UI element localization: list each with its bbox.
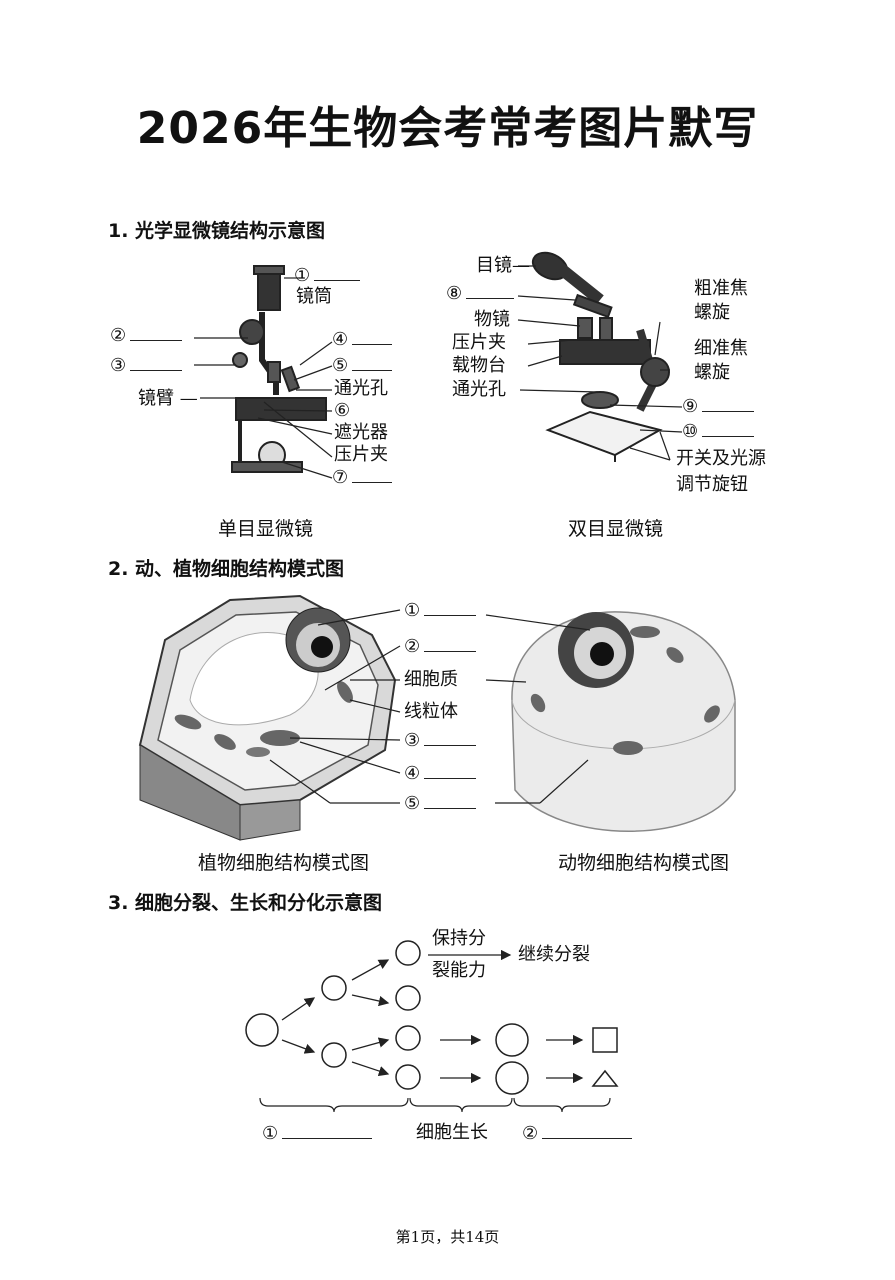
bino-label-coarse-1: 粗准焦	[694, 278, 748, 299]
plant-cell-illustration	[138, 594, 397, 841]
stage-label-1: ①	[262, 1124, 373, 1143]
answer-blank[interactable]	[424, 731, 477, 746]
answer-blank[interactable]	[424, 764, 477, 779]
bino-label-objective: 物镜	[474, 309, 510, 330]
binocular-microscope-caption: 双目显微镜	[568, 518, 664, 540]
bino-label-coarse-2: 螺旋	[694, 302, 730, 323]
bino-label-10: ⑩	[682, 422, 755, 441]
cell-label-2: ②	[404, 637, 477, 656]
bino-label-eyepiece: 目镜—	[476, 255, 530, 276]
single-label-5: ⑤	[332, 356, 393, 375]
bino-label-switch-1: 开关及光源	[676, 448, 766, 469]
answer-blank[interactable]	[702, 422, 755, 437]
section-1-heading: 1. 光学显微镜结构示意图	[108, 220, 326, 242]
single-label-3: ③	[110, 356, 183, 375]
single-label-2: ②	[110, 326, 183, 345]
answer-blank[interactable]	[702, 397, 755, 412]
cell-label-4: ④	[404, 764, 477, 783]
answer-blank[interactable]	[314, 266, 361, 281]
single-label-arm: 镜臂 —	[138, 388, 198, 409]
answer-blank[interactable]	[282, 1124, 373, 1139]
single-label-diaphragm: 遮光器	[334, 422, 388, 443]
answer-blank[interactable]	[130, 326, 183, 341]
division-arrows	[281, 949, 584, 1084]
answer-blank[interactable]	[130, 356, 183, 371]
section-3-heading: 3. 细胞分裂、生长和分化示意图	[108, 892, 383, 914]
bino-label-fine-2: 螺旋	[694, 362, 730, 383]
bino-label-fine-1: 细准焦	[694, 338, 748, 359]
animal-cell-caption: 动物细胞结构模式图	[558, 852, 730, 874]
answer-blank[interactable]	[352, 330, 393, 345]
cell-label-mitochondria: 线粒体	[404, 701, 458, 722]
single-microscope-illustration	[231, 265, 327, 473]
keep-division-line-2: 裂能力	[432, 960, 486, 981]
bino-label-9: ⑨	[682, 397, 755, 416]
continue-division-label: 继续分裂	[518, 944, 590, 965]
cell-label-1: ①	[404, 601, 477, 620]
bino-label-switch-2: 调节旋钮	[676, 474, 748, 495]
answer-blank[interactable]	[466, 284, 515, 299]
single-label-tube: 镜筒	[296, 286, 332, 307]
single-label-1: ①	[294, 266, 361, 285]
single-label-6: ⑥	[334, 400, 351, 421]
bino-label-stage: 载物台	[452, 355, 506, 376]
growth-label: 细胞生长	[416, 1122, 488, 1143]
single-label-4: ④	[332, 330, 393, 349]
answer-blank[interactable]	[352, 468, 393, 483]
section-2-leader-lines	[269, 609, 591, 804]
section-1-leader-lines	[194, 265, 683, 479]
cell-division-diagram	[245, 940, 619, 1095]
bino-label-8: ⑧	[446, 284, 515, 303]
single-label-aperture: 通光孔	[334, 378, 388, 399]
cell-label-3: ③	[404, 731, 477, 750]
answer-blank[interactable]	[424, 637, 477, 652]
page-title: 2026年生物会考常考图片默写	[136, 103, 759, 154]
plant-cell-caption: 植物细胞结构模式图	[198, 852, 370, 874]
single-label-7: ⑦	[332, 468, 393, 487]
cell-label-cytoplasm: 细胞质	[404, 669, 458, 690]
cell-label-5: ⑤	[404, 794, 477, 813]
bino-label-clip: 压片夹	[452, 332, 506, 353]
answer-blank[interactable]	[424, 794, 477, 809]
stage-label-2: ②	[522, 1124, 633, 1143]
section-2-heading: 2. 动、植物细胞结构模式图	[108, 558, 345, 580]
single-microscope-caption: 单目显微镜	[218, 518, 314, 540]
single-label-clip: 压片夹	[334, 444, 388, 465]
animal-cell-illustration	[511, 611, 736, 832]
bino-label-aperture: 通光孔	[452, 379, 506, 400]
answer-blank[interactable]	[424, 601, 477, 616]
page-footer: 第1页，共14页	[395, 1228, 500, 1246]
binocular-microscope-illustration	[531, 251, 670, 462]
stage-braces	[259, 1097, 611, 1113]
keep-division-line-1: 保持分	[432, 928, 486, 949]
answer-blank[interactable]	[542, 1124, 633, 1139]
answer-blank[interactable]	[352, 356, 393, 371]
